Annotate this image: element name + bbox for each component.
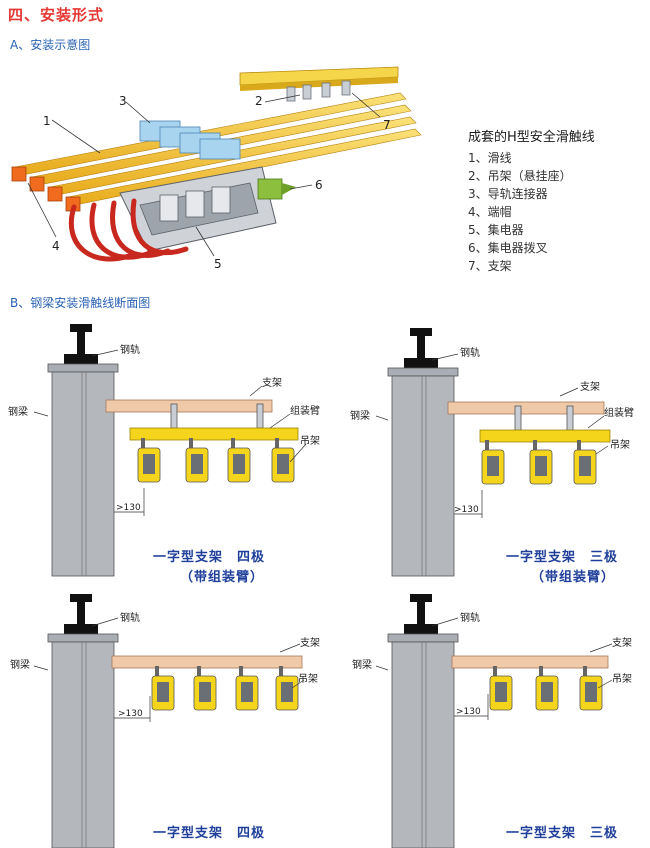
rail [64,324,98,364]
callout-7: 7 [383,118,391,132]
part-a-title: A、安装示意图 [10,38,91,52]
steel-beam [391,641,455,848]
collector-hangers [489,666,603,711]
collector-fork [257,178,296,200]
label-hanger: 吊架 [300,435,320,447]
legend-item: 3、导轨连接器 [468,187,548,201]
label-rail: 钢轨 [120,343,140,356]
legend-item: 5、集电器 [468,223,524,237]
label-hanger: 吊架 [612,673,632,685]
label-arm: 组装臂 [290,404,320,417]
callout-5: 5 [214,257,222,271]
callout-1: 1 [43,114,51,128]
collector-hangers [151,666,299,711]
steel-beam [51,641,115,848]
callout-6: 6 [315,178,323,192]
rail-connectors [139,120,241,160]
bracket [451,655,609,669]
collector-hangers [481,440,597,485]
label-dimension: >130 [456,707,481,717]
rail [404,594,438,634]
beam-flange [387,367,459,377]
assembly-arm [479,429,611,443]
label-arm: 组装臂 [604,406,634,419]
caption-2-sub: （带组装臂） [531,570,616,585]
label-hanger: 吊架 [610,439,630,451]
label-dimension: >130 [118,709,143,719]
label-rail: 钢轨 [120,611,140,624]
caption-1: 一字型支架 四极 [153,550,266,565]
callout-2: 2 [255,94,263,108]
steel-beam [51,371,115,577]
label-bracket: 支架 [262,377,282,389]
beam-flange [47,363,119,373]
label-bracket: 支架 [580,381,600,393]
legend-item: 6、集电器拨叉 [468,241,548,255]
section-diagram-3: 钢轨 钢梁 支架 吊架 >130 [10,594,320,848]
collector-hangers [137,438,295,483]
callout-leaders [27,92,381,257]
beam-flange [387,633,459,643]
caption-4: 一字型支架 三极 [506,826,619,841]
component-legend: 成套的H型安全滑触线 1、滑线 2、吊架（悬挂座） 3、导轨连接器 4、端帽 5… [468,126,595,275]
collector-cables [68,198,189,262]
rail [64,594,98,634]
label-beam: 钢梁 [352,658,372,671]
label-bracket: 支架 [300,637,320,649]
callout-4: 4 [52,239,60,253]
callout-3: 3 [119,94,127,108]
hanger-group [286,80,351,102]
label-rail: 钢轨 [460,346,480,359]
label-hanger: 吊架 [298,673,318,685]
label-dimension: >130 [116,503,141,513]
rail [404,328,438,368]
collector-assembly [119,166,277,252]
label-beam: 钢梁 [8,405,28,418]
legend-item: 4、端帽 [468,205,512,219]
bracket [105,399,273,413]
caption-3: 一字型支架 四极 [153,826,266,841]
section-diagram-1: 钢轨 钢梁 支架 组装臂 吊架 >130 [8,324,320,577]
legend-item: 7、支架 [468,259,512,273]
label-beam: 钢梁 [10,658,30,671]
section-diagram-4: 钢轨 钢梁 支架 吊架 >130 [352,594,632,848]
end-caps [11,166,81,212]
section-diagram-2: 钢轨 钢梁 支架 组装臂 吊架 >130 [350,328,634,577]
installation-illustration: 1 2 3 4 5 6 7 [11,66,422,271]
section-title: 四、安装形式 [8,6,105,24]
bracket [111,655,303,669]
steel-beam [391,375,455,577]
beam-flange [47,633,119,643]
label-dimension: >130 [454,505,479,515]
bracket [447,401,605,415]
legend-item: 2、吊架（悬挂座） [468,169,572,183]
legend-title: 成套的H型安全滑触线 [468,130,595,145]
label-rail: 钢轨 [460,611,480,624]
label-bracket: 支架 [612,637,632,649]
label-beam: 钢梁 [350,409,370,422]
part-b-title: B、钢梁安装滑触线断面图 [10,296,151,310]
legend-item: 1、滑线 [468,151,512,165]
caption-2: 一字型支架 三极 [506,550,619,565]
assembly-arm [129,427,299,441]
caption-1-sub: （带组装臂） [180,570,265,585]
